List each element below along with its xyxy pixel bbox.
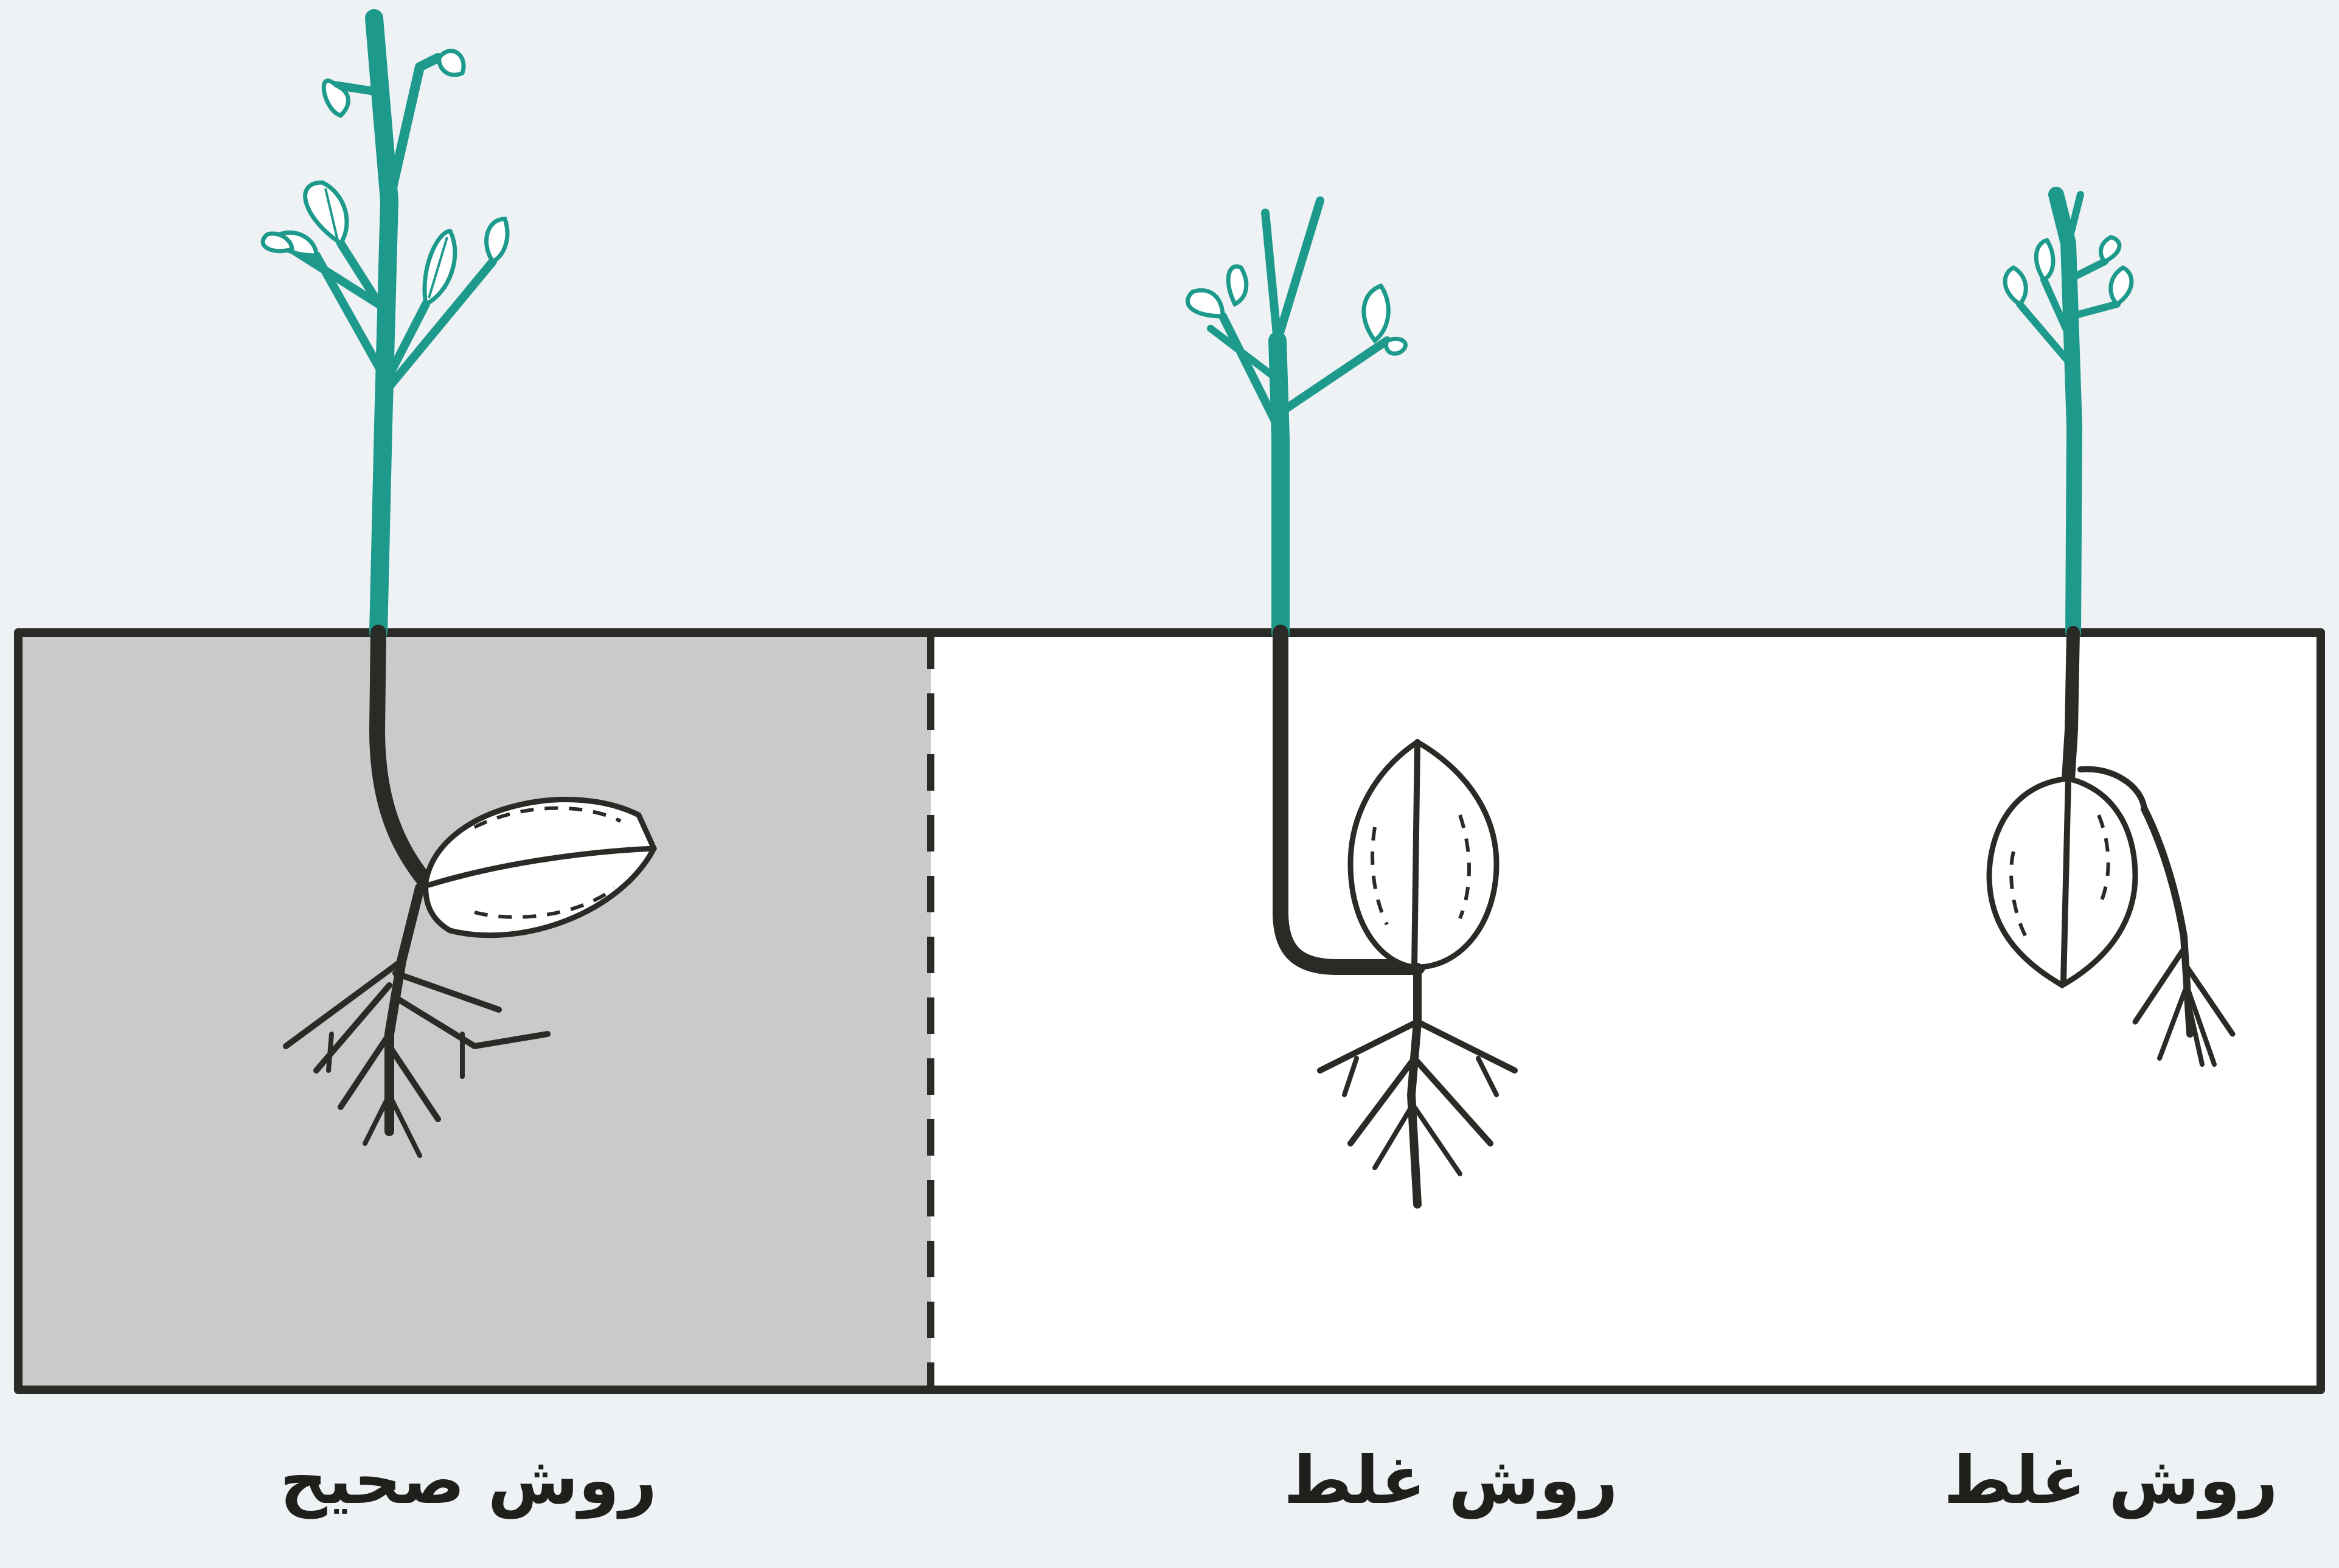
shoot-wrong-right [2005, 195, 2132, 633]
shoot-wrong-middle [1187, 201, 1405, 633]
caption-wrong-method-right: روش غلط [1868, 1441, 2339, 1521]
shoot-correct [263, 18, 507, 633]
soil-shaded-panel [18, 633, 931, 1390]
caption-correct-method: روش صحیح [225, 1441, 712, 1521]
soil-plain-panel [931, 633, 2321, 1390]
caption-wrong-method-middle: روش غلط [1208, 1441, 1694, 1521]
